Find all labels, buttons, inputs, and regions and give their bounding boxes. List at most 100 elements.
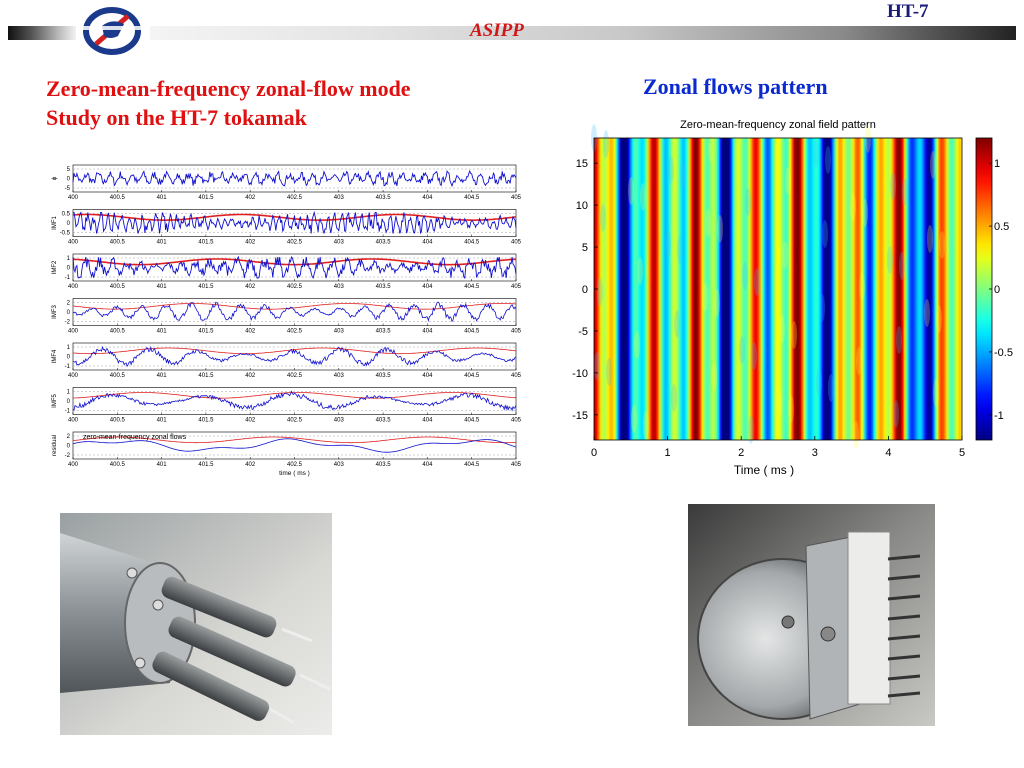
imf-xtick-label: 404 — [422, 240, 433, 246]
imf-panel-ylabel: residual — [52, 435, 58, 456]
heatmap-texture — [748, 416, 754, 444]
imf-panel-ylabel: IMF4 — [52, 349, 58, 363]
imf-xtick-label: 401 — [157, 329, 168, 335]
imf-xtick-label: 402 — [245, 329, 256, 335]
heatmap-texture — [939, 231, 945, 259]
imf-xtick-label: 401.5 — [198, 418, 214, 424]
imf-xtick-label: 404 — [422, 195, 433, 201]
imf-panel-ytick: 0 — [67, 221, 71, 227]
imf-xtick-label: 403 — [334, 373, 345, 379]
imf-xtick-label: 403 — [334, 284, 345, 290]
imf-xtick-label: 402 — [245, 373, 256, 379]
heatmap-texture — [739, 336, 745, 364]
imf-xtick-label: 400 — [68, 240, 79, 246]
imf-xtick-label: 402 — [245, 284, 256, 290]
imf-xtick-label: 402.5 — [287, 195, 303, 201]
heatmap-ytick-label: -5 — [578, 326, 588, 338]
imf-panel-frame — [72, 253, 517, 282]
heatmap-texture — [702, 283, 708, 311]
heatmap-texture — [850, 193, 856, 221]
slide-title-line2: Study on the HT-7 tokamak — [46, 105, 307, 130]
imf-xtick-label: 401 — [157, 373, 168, 379]
imf-xaxis-label: time ( ms ) — [279, 470, 310, 477]
imf-xtick-label: 404 — [422, 329, 433, 335]
imf-xtick-label: 403 — [334, 195, 345, 201]
imf-xtick-label: 404.5 — [464, 240, 480, 246]
imf-signal-line — [72, 438, 517, 453]
imf-signal-line — [72, 169, 517, 188]
heatmap-texture — [816, 368, 822, 396]
heatmap-ytick-label: 15 — [576, 158, 588, 170]
heatmap-xtick-label: 4 — [885, 447, 891, 459]
imf-panel-ytick: 1 — [67, 256, 71, 262]
heatmap-texture — [745, 188, 751, 216]
imf-xtick-label: 400 — [68, 462, 79, 468]
heatmap-texture — [822, 220, 828, 248]
imf-xtick-label: 402 — [245, 195, 256, 201]
heatmap-texture — [674, 310, 680, 338]
heatmap-ytick-label: 10 — [576, 200, 588, 212]
imf-panel-ytick: 0.5 — [62, 212, 71, 218]
imf-xtick-label: 404.5 — [464, 195, 480, 201]
imf-panel-ylabel: IMF3 — [52, 305, 58, 319]
heatmap-texture — [859, 273, 865, 301]
imf-xtick-label: 403.5 — [376, 240, 392, 246]
heatmap-texture — [668, 156, 674, 184]
imf-xtick-label: 402.5 — [287, 329, 303, 335]
imf-panel-ylabel: IMF1 — [52, 216, 58, 230]
imf-xtick-label: 403 — [334, 240, 345, 246]
imf-xtick-label: 403 — [334, 462, 345, 468]
imf-xtick-label: 401 — [157, 240, 168, 246]
imf-xtick-label: 405 — [511, 329, 522, 335]
imf-xtick-label: 402.5 — [287, 284, 303, 290]
imf-xtick-label: 405 — [511, 195, 522, 201]
imf-xtick-label: 401.5 — [198, 284, 214, 290]
imf-xtick-label: 401 — [157, 195, 168, 201]
imf-xtick-label: 404 — [422, 373, 433, 379]
heatmap-texture — [782, 241, 788, 269]
imf-xtick-label: 401 — [157, 418, 168, 424]
imf-panel-ytick: -2 — [65, 320, 71, 326]
imf-envelope-line — [72, 303, 517, 310]
heatmap-texture — [754, 268, 760, 296]
heatmap-texture — [887, 246, 893, 274]
imf-envelope-line — [73, 392, 516, 399]
heatmap-texture — [813, 140, 819, 168]
imf-xtick-label: 404.5 — [464, 418, 480, 424]
heatmap-texture — [628, 177, 634, 205]
imf-signal-line — [72, 255, 517, 280]
imf-xtick-label: 400.5 — [110, 329, 126, 335]
imf-xtick-label: 400 — [68, 418, 79, 424]
heatmap-texture — [634, 331, 640, 359]
header-bar-left — [8, 26, 76, 40]
imf-signal-line — [72, 301, 517, 323]
colorbar-tick-label: 1 — [994, 158, 1000, 170]
heatmap-texture — [717, 215, 723, 243]
imf-xtick-label: 403 — [334, 418, 345, 424]
probe-array-photo — [60, 513, 332, 735]
heatmap-texture — [825, 146, 831, 174]
imf-xtick-label: 404.5 — [464, 284, 480, 290]
imf-panel-ytick: -1 — [65, 364, 71, 370]
heatmap-texture — [865, 125, 871, 153]
imf-xtick-label: 403.5 — [376, 418, 392, 424]
imf-panel-ytick: 2 — [67, 301, 71, 307]
imf-xtick-label: 401.5 — [198, 329, 214, 335]
imf-xtick-label: 400.5 — [110, 462, 126, 468]
heatmap-texture — [665, 230, 671, 258]
imf-xtick-label: 400 — [68, 195, 79, 201]
imf-panel-frame — [72, 209, 517, 237]
imf-xtick-label: 404 — [422, 462, 433, 468]
imf-panel-ylabel: IMF5 — [52, 394, 58, 408]
imf-xtick-label: 400.5 — [110, 240, 126, 246]
heatmap-heading: Zonal flows pattern — [643, 74, 828, 99]
imf-xtick-label: 405 — [511, 462, 522, 468]
imf-panel-ytick: 0 — [67, 399, 71, 405]
imf-xtick-label: 403 — [334, 329, 345, 335]
imf-panel-ytick: 1 — [67, 390, 71, 396]
imf-xtick-label: 400.5 — [110, 284, 126, 290]
imf-panel-ylabel: IMF2 — [52, 260, 58, 274]
heatmap-texture — [899, 252, 905, 280]
heatmap-ytick-label: 5 — [582, 242, 588, 254]
imf-panel-ytick: 0 — [67, 177, 71, 183]
